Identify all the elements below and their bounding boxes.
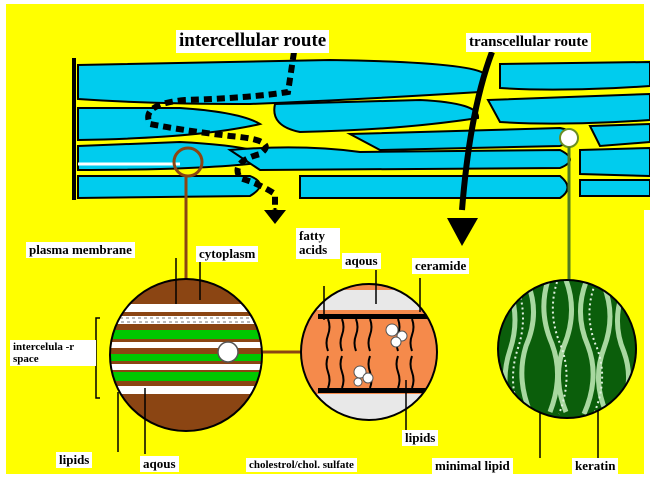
cholestrol-label: cholestrol/chol. sulfate — [246, 458, 357, 472]
cytoplasm-label: cytoplasm — [196, 246, 258, 262]
small-circle-icon — [560, 129, 578, 147]
corneocyte — [78, 176, 260, 198]
intercellular-route-label: intercellular route — [176, 30, 329, 53]
minimal-lipid-label: minimal lipid — [432, 458, 513, 474]
fatty-acids-label: fatty acids — [296, 228, 340, 259]
corneocyte — [580, 148, 650, 176]
lipids-right-label: lipids — [402, 430, 438, 446]
intercellular-space-label: intercelula -r space — [10, 340, 96, 366]
corneocyte — [230, 147, 570, 170]
lipids-left-label: lipids — [56, 452, 92, 468]
corneocyte — [590, 124, 650, 146]
corneocyte — [580, 180, 650, 196]
aqous-bottom-label: aqous — [140, 456, 179, 472]
corneocyte — [488, 94, 650, 124]
aqous-top-label: aqous — [342, 253, 381, 269]
plasma-membrane-label: plasma membrane — [26, 242, 135, 258]
keratin-label: keratin — [572, 458, 618, 474]
corneocyte — [500, 62, 650, 90]
transcellular-route-label: transcellular route — [466, 33, 591, 52]
ceramide-label: ceramide — [412, 258, 469, 274]
corneocyte — [300, 176, 568, 198]
